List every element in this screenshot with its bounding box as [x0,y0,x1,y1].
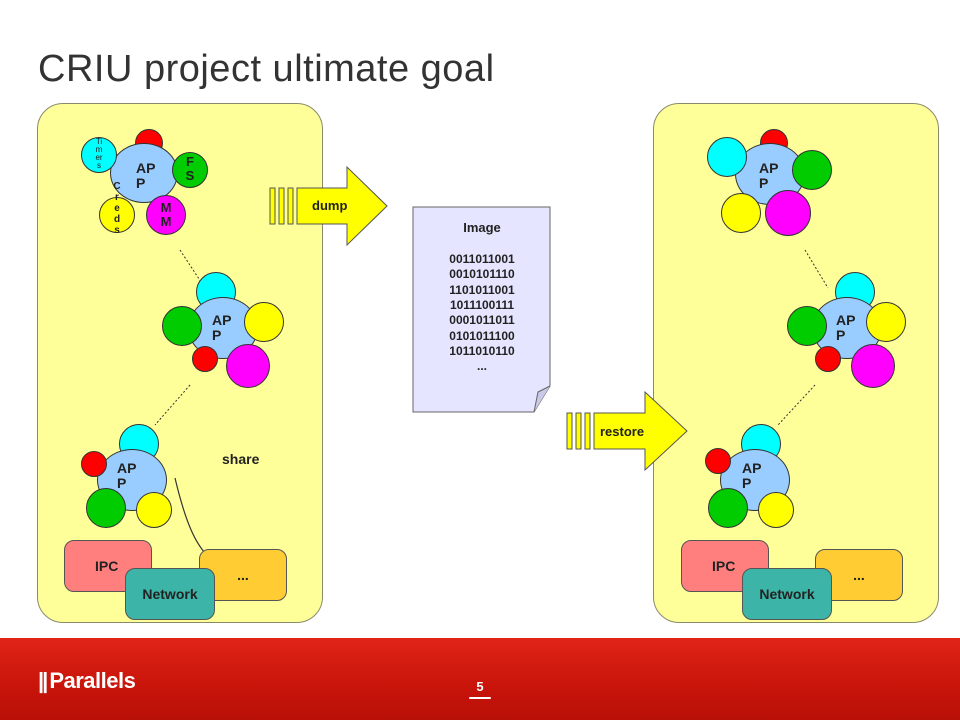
image-document-line: 0010101110 [449,267,515,282]
left-app2-yellow-circle [244,302,284,342]
dump-arrow-label: dump [312,198,348,213]
restore-arrow-label: restore [600,424,645,439]
share-label: share [222,451,260,467]
left-network-box: Network [125,568,215,620]
left-app1-timers-label: Ti m er s [95,137,103,170]
right-connector-2 [777,384,816,426]
image-document-line: 1011010110 [449,343,515,358]
right-app3-green-circle [708,488,748,528]
left-app1-circle [110,143,178,203]
right-app2-green-circle [787,306,827,346]
right-app3-yellow-circle [758,492,794,528]
left-app3-label: AP P [117,460,137,491]
left-app1-label: AP P [136,160,156,191]
left-app2-green-circle [162,306,202,346]
left-app3-yellow-circle [136,492,172,528]
parallels-logo-mark-icon: || [38,668,48,693]
left-app1-creds-circle [99,197,135,233]
left-ipc-box: IPC [64,540,152,592]
page-title: CRIU project ultimate goal [38,48,495,90]
page-number: 5 [476,679,484,694]
left-app1-fs-label: F S [185,154,195,183]
image-document-line: ... [476,359,487,374]
left-app1-fs-circle [172,152,208,188]
right-app1-cyan-circle [707,137,747,177]
image-document-line: 1011100111 [449,297,515,312]
image-document-title: Image [463,220,501,235]
left-app2-red-circle [192,346,218,372]
page-number-underline [469,697,491,699]
footer-bar [0,638,960,720]
parallels-logo-text: Parallels [49,668,136,693]
left-app1-creds-label: C r e d s [113,181,121,236]
right-app2-yellow-circle [866,302,906,342]
right-network-box: Network [742,568,832,620]
share-curve [174,477,211,559]
right-app2-label: AP P [836,312,856,343]
left-app3-red-circle [81,451,107,477]
left-app1-timers-circle [81,137,117,173]
left-app1-mm-label: M M [160,200,172,229]
image-document-line: 0001011011 [449,313,515,328]
right-connector-1 [804,249,829,289]
right-app2-red-circle [815,346,841,372]
left-app2-magenta-circle [226,344,270,388]
right-app1-green-circle [792,150,832,190]
right-app1-magenta-circle [765,190,811,236]
right-app2-magenta-circle [851,344,895,388]
left-app3-green-circle [86,488,126,528]
image-document-line: 1101011001 [449,282,515,297]
right-app3-red-circle [705,448,731,474]
left-app2-label: AP P [212,312,232,343]
right-app1-label: AP P [759,160,779,191]
right-app3-label: AP P [742,460,762,491]
right-app1-yellow-circle [721,193,761,233]
image-document-line: 0101011100 [449,328,515,343]
left-connector-2 [154,384,191,426]
left-app1-mm-circle [146,195,186,235]
parallels-logo: ||Parallels [38,668,136,694]
image-document-line: 0011011001 [449,252,515,266]
